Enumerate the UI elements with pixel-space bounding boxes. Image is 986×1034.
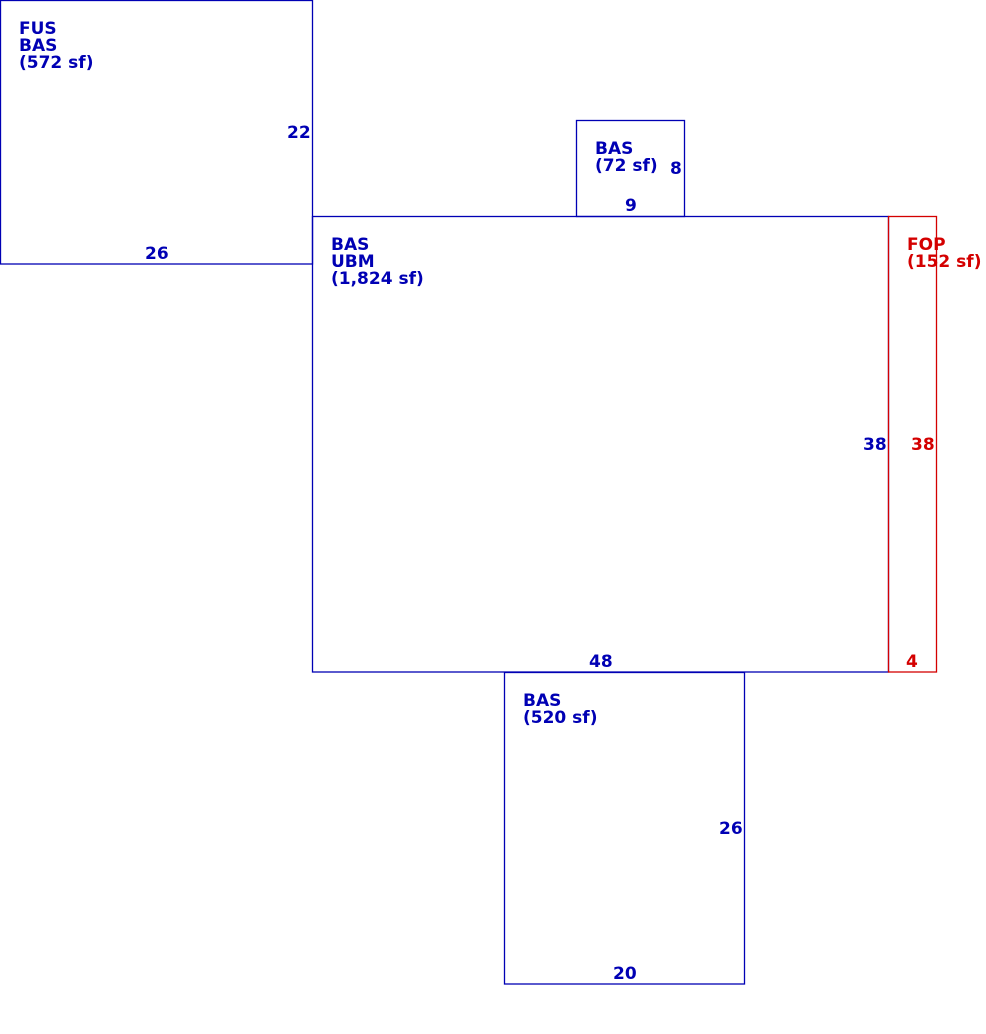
section-bas-small-area: (72 sf): [595, 156, 658, 176]
section-bas-ubm-side-dimension: 38: [863, 435, 887, 455]
section-bas-bottom-bottom-dimension: 20: [613, 964, 637, 984]
section-bas-ubm-bottom-dimension: 48: [589, 652, 613, 672]
section-fop-label: FOP: [907, 235, 946, 255]
section-bas-small-label: BAS: [595, 139, 633, 159]
section-fop-area: (152 sf): [907, 252, 981, 272]
section-fop-outline: [887, 215, 938, 673]
section-bas-ubm-area: (1,824 sf): [331, 269, 424, 289]
section-fop-bottom-dimension: 4: [906, 652, 918, 672]
section-fus-bas-bottom-dimension: 26: [145, 244, 169, 264]
section-bas-small: BAS (72 sf) 8 9: [575, 119, 686, 218]
section-bas-bottom-side-dimension: 26: [719, 819, 743, 839]
section-fus-bas-area: (572 sf): [19, 53, 93, 73]
section-fus-bas: FUS BAS (572 sf) 22 26: [0, 0, 314, 265]
section-fus-bas-side-dimension: 22: [287, 123, 311, 143]
section-bas-bottom-label: BAS: [523, 691, 561, 711]
section-bas-bottom-area: (520 sf): [523, 708, 597, 728]
section-bas-small-side-dimension: 8: [670, 159, 682, 179]
section-fop-side-dimension: 38: [911, 435, 935, 455]
section-bas-ubm: BAS UBM (1,824 sf) 38 48: [311, 215, 890, 673]
section-bas-bottom: BAS (520 sf) 26 20: [503, 671, 746, 985]
section-bas-ubm-label-2: UBM: [331, 252, 375, 272]
section-fus-bas-outline: [0, 0, 314, 265]
section-fop: FOP (152 sf) 38 4: [887, 215, 981, 673]
section-bas-small-bottom-dimension: 9: [625, 196, 637, 216]
section-fus-bas-label-1: FUS: [19, 19, 57, 39]
section-bas-ubm-label-1: BAS: [331, 235, 369, 255]
section-fus-bas-label-2: BAS: [19, 36, 57, 56]
section-bas-bottom-outline: [503, 671, 746, 985]
